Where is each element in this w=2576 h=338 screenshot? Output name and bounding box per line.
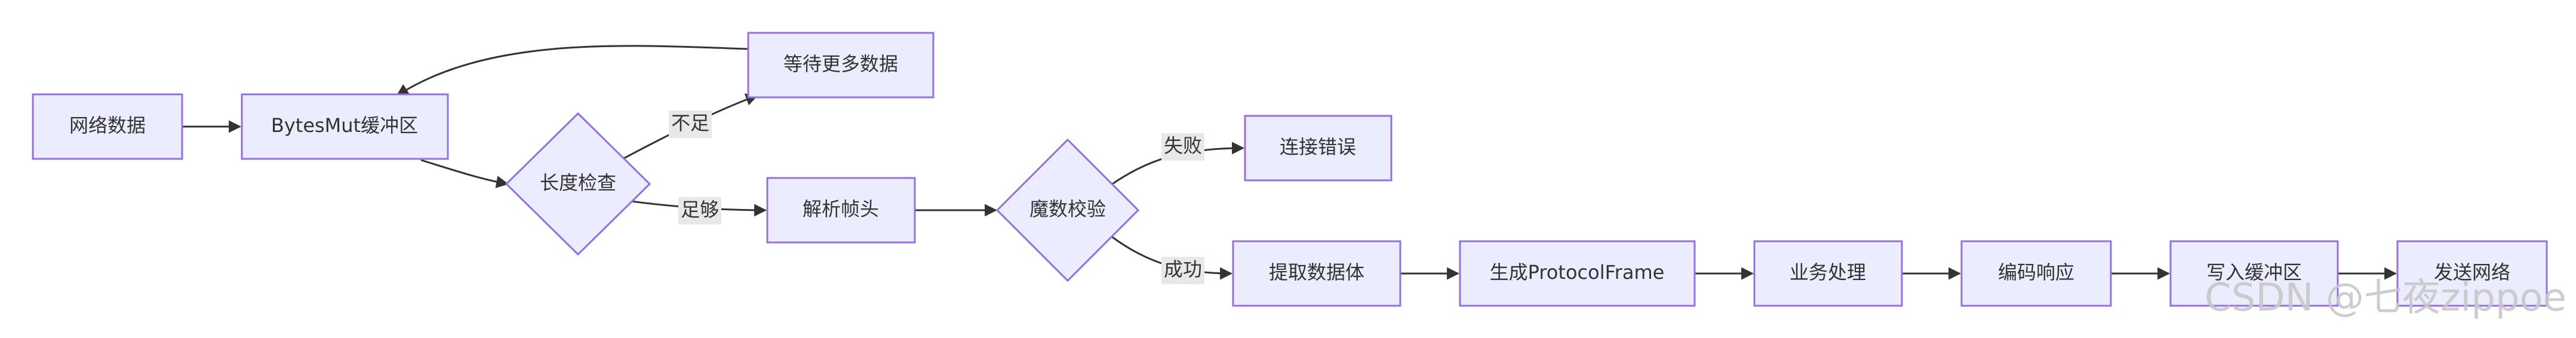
edge-label-bg-enough (678, 197, 721, 225)
node-label-business-process: 业务处理 (1790, 261, 1866, 284)
edge-buffer-to-length-check (420, 159, 509, 189)
node-magic-check-diamond[interactable]: 魔数校验 (995, 138, 1140, 282)
node-send-network[interactable]: 发送网络 (2396, 240, 2548, 307)
node-label-parse-header: 解析帧头 (803, 198, 879, 220)
node-length-check-diamond[interactable]: 长度检查 (505, 112, 651, 256)
edge-label-enough: 足够 (681, 198, 719, 221)
node-label-wait-more-data: 等待更多数据 (783, 53, 898, 75)
node-label-generate-protocolframe: 生成ProtocolFrame (1490, 261, 1665, 284)
node-label-extract-body: 提取数据体 (1269, 261, 1364, 284)
edge-label-bg-success (1161, 257, 1204, 284)
node-label-magic-check: 魔数校验 (1029, 198, 1106, 220)
watermark-text: CSDN @七夜zippoe (2205, 276, 2566, 320)
node-generate-protocolframe[interactable]: 生成ProtocolFrame (1459, 240, 1696, 307)
node-bytesmut-buffer[interactable]: BytesMut缓冲区 (241, 93, 449, 160)
nodes: 网络数据 BytesMut缓冲区 等待更多数据 长度检查 解析帧头 魔数校验 连… (32, 32, 2548, 307)
node-label-send-network: 发送网络 (2434, 261, 2510, 284)
edge-label-bg-fail (1161, 133, 1204, 161)
edge-labels: 不足 足够 失败 成功 (669, 110, 1204, 284)
node-label-write-buffer: 写入缓冲区 (2206, 261, 2302, 284)
node-network-data[interactable]: 网络数据 (32, 93, 183, 160)
node-label-connection-error: 连接错误 (1280, 136, 1356, 158)
node-write-buffer[interactable]: 写入缓冲区 (2169, 240, 2339, 307)
node-parse-header[interactable]: 解析帧头 (766, 177, 916, 244)
node-business-process[interactable]: 业务处理 (1753, 240, 1903, 307)
node-encode-response[interactable]: 编码响应 (1960, 240, 2112, 307)
node-label-network-data: 网络数据 (69, 114, 146, 137)
edge-label-success: 成功 (1164, 258, 1202, 281)
node-extract-body[interactable]: 提取数据体 (1232, 240, 1401, 307)
node-label-length-check: 长度检查 (540, 171, 616, 194)
edge-label-fail: 失败 (1164, 134, 1202, 157)
edge-label-bg-not-enough (669, 110, 712, 138)
edge-label-not-enough: 不足 (671, 112, 709, 134)
node-label-encode-response: 编码响应 (1998, 261, 2074, 284)
node-wait-more-data[interactable]: 等待更多数据 (747, 32, 935, 99)
edge-wait-to-buffer (396, 45, 749, 97)
node-connection-error[interactable]: 连接错误 (1244, 115, 1392, 182)
node-label-bytesmut-buffer: BytesMut缓冲区 (271, 114, 418, 137)
